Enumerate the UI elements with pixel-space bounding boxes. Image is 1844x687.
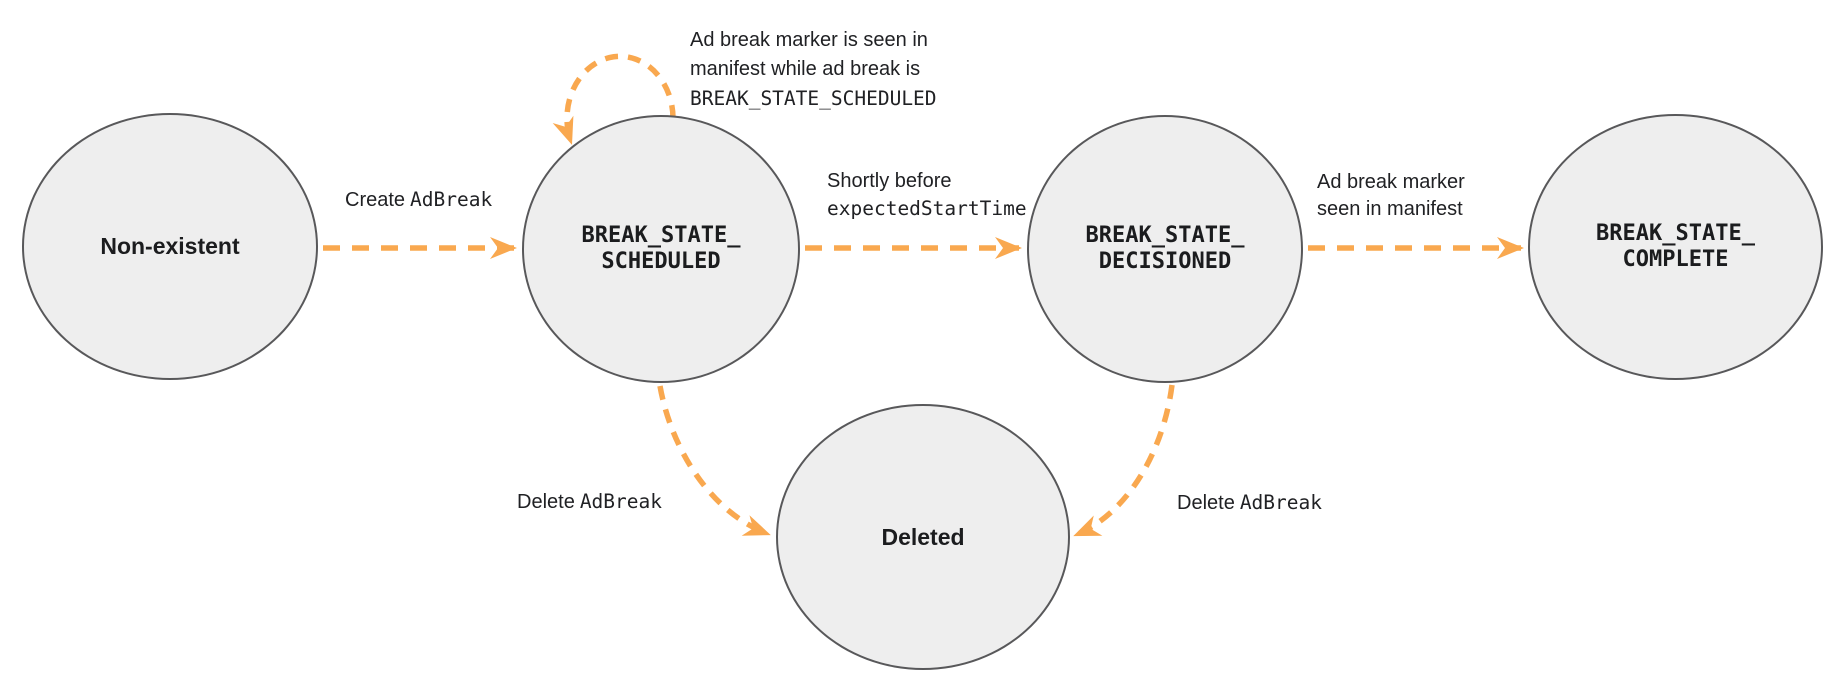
edge-selfloop-scheduled <box>552 53 676 145</box>
label-shortly-sans: Shortly before <box>827 170 952 192</box>
state-label: BREAK_STATE_ COMPLETE <box>1596 221 1755 273</box>
state-label-line2: COMPLETE <box>1622 247 1729 272</box>
label-marker-line1: Ad break marker <box>1317 171 1465 193</box>
state-non-existent: Non-existent <box>22 113 318 380</box>
label-delete-left-sans: Delete <box>517 491 575 513</box>
edge-delete-adbreak-left <box>657 385 771 537</box>
label-delete-left-mono: AdBreak <box>579 490 662 513</box>
state-deleted: Deleted <box>776 404 1070 670</box>
label-delete-right-sans: Delete <box>1177 492 1235 514</box>
state-label: BREAK_STATE_ SCHEDULED <box>582 223 741 275</box>
label-marker-line2: seen in manifest <box>1317 198 1463 220</box>
state-label-line1: BREAK_STATE_ <box>1085 223 1245 248</box>
label-shortly-mono: expectedStartTime <box>827 197 1027 220</box>
label-delete-right-mono: AdBreak <box>1239 491 1322 514</box>
label-selfloop-line1: Ad break marker is seen in <box>690 29 928 51</box>
state-label: Non-existent <box>100 233 240 259</box>
edge-delete-adbreak-right <box>1073 384 1175 538</box>
state-label: BREAK_STATE_ DECISIONED <box>1086 223 1245 275</box>
label-selfloop-line2: manifest while ad break is <box>690 58 921 80</box>
state-break-state-decisioned: BREAK_STATE_ DECISIONED <box>1027 115 1303 383</box>
label-shortly-before: Shortly before expectedStartTime <box>827 167 1027 223</box>
label-create-mono: AdBreak <box>410 188 493 211</box>
state-break-state-complete: BREAK_STATE_ COMPLETE <box>1528 114 1823 380</box>
label-create-sans: Create <box>345 189 406 211</box>
state-label-line1: BREAK_STATE_ <box>581 223 741 248</box>
label-selfloop: Ad break marker is seen in manifest whil… <box>690 26 937 113</box>
label-marker-seen: Ad break marker seen in manifest <box>1317 169 1465 223</box>
state-label-line2: DECISIONED <box>1098 249 1232 274</box>
state-label-line2: SCHEDULED <box>601 249 721 274</box>
label-selfloop-line3: BREAK_STATE_SCHEDULED <box>690 87 937 110</box>
state-label: Deleted <box>881 523 965 550</box>
state-label-line1: BREAK_STATE_ <box>1596 221 1755 246</box>
state-break-state-scheduled: BREAK_STATE_ SCHEDULED <box>522 115 800 383</box>
